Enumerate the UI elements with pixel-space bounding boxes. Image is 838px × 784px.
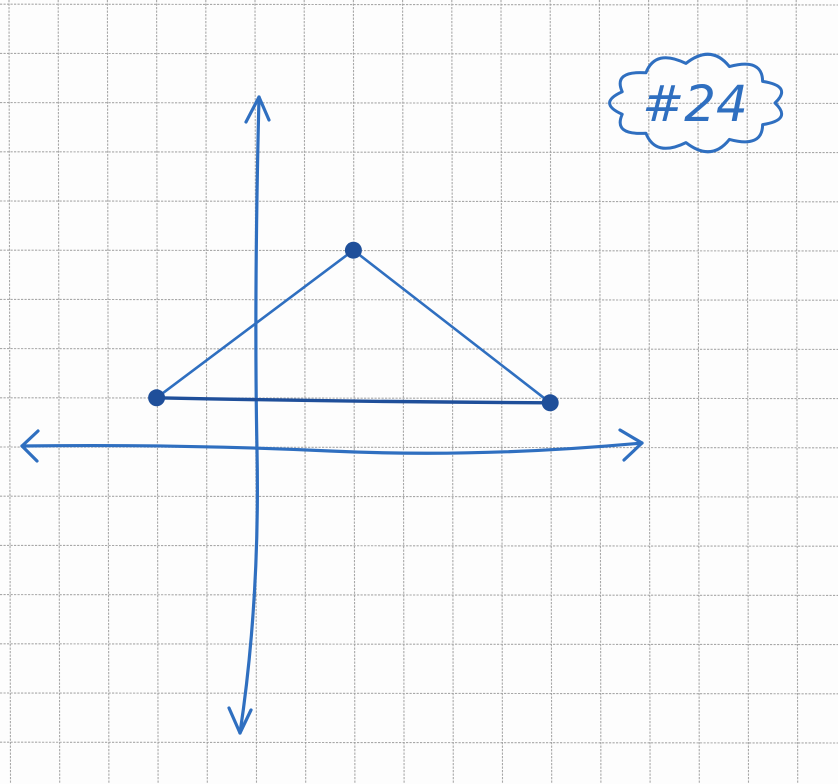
cloud-icon xyxy=(608,52,784,154)
grid-line-vertical xyxy=(697,0,700,784)
grid-line-vertical xyxy=(746,0,750,784)
grid-line-vertical xyxy=(795,0,799,784)
grid-line-horizontal xyxy=(0,446,838,449)
grid-line-horizontal xyxy=(0,102,838,104)
grid-line-horizontal xyxy=(0,495,838,498)
problem-number: #24 xyxy=(642,75,748,133)
grid-line-horizontal xyxy=(0,692,838,695)
grid-line-vertical xyxy=(648,0,651,784)
grid-line-vertical xyxy=(549,0,553,784)
problem-tag: #24 xyxy=(608,52,784,154)
apex-vertex xyxy=(344,241,362,259)
grid-line-horizontal xyxy=(0,249,838,252)
grid-line-vertical xyxy=(57,0,61,784)
grid-line-vertical xyxy=(451,0,454,784)
axes xyxy=(20,95,644,735)
y-axis-arrow-top xyxy=(244,95,271,124)
triangle-side-base xyxy=(154,396,552,405)
grid-line-vertical xyxy=(352,0,356,784)
x-axis xyxy=(20,441,644,455)
grid-line-horizontal xyxy=(0,643,838,646)
grid-line-horizontal xyxy=(0,348,838,350)
y-axis-arrow-bottom xyxy=(227,706,253,735)
grid-line-horizontal xyxy=(0,151,838,154)
right-vertex xyxy=(541,394,559,412)
grid-line-horizontal xyxy=(0,544,838,547)
triangle-side-right xyxy=(352,248,552,405)
grid-line-vertical xyxy=(106,0,110,784)
y-axis xyxy=(238,95,261,735)
x-axis-arrow-right xyxy=(618,428,644,462)
grid-line-horizontal xyxy=(0,298,838,301)
grid-line-vertical xyxy=(205,0,208,784)
grid-line-vertical xyxy=(402,0,405,784)
grid-line-vertical xyxy=(303,0,307,784)
grid-line-vertical xyxy=(500,0,504,784)
grid-line-horizontal xyxy=(0,200,838,203)
grid-line-vertical xyxy=(598,0,602,784)
left-vertex xyxy=(148,389,166,407)
triangle xyxy=(148,241,559,412)
grid-line-horizontal xyxy=(0,397,838,400)
grid-line-horizontal xyxy=(0,3,838,6)
triangle-side-left xyxy=(155,248,355,400)
x-axis-arrow-left xyxy=(20,429,40,463)
grid-line-horizontal xyxy=(0,594,838,596)
grid-line-vertical xyxy=(8,0,12,784)
grid-line-horizontal xyxy=(0,52,838,55)
grid-line-horizontal xyxy=(0,741,838,744)
